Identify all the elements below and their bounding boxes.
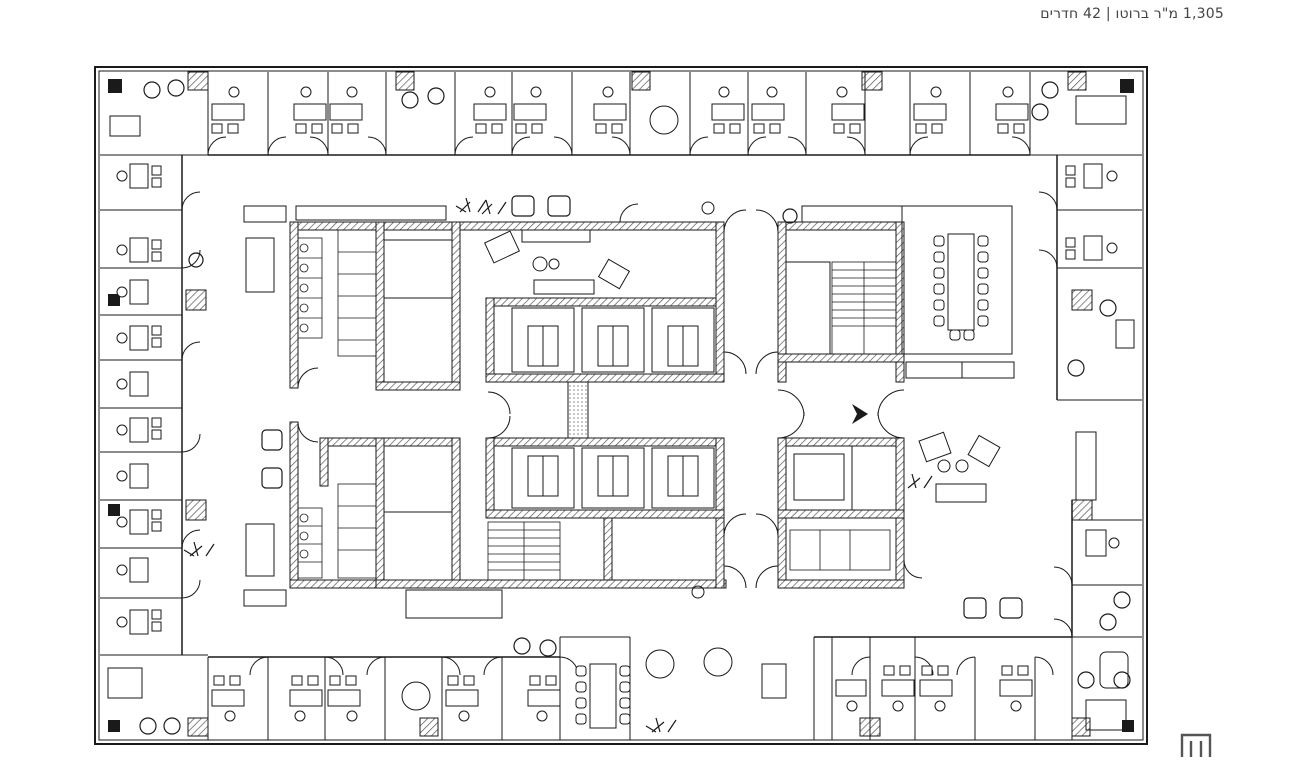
top-offices [207, 72, 1031, 156]
lounge-areas [243, 105, 1129, 711]
bottom-desks [211, 663, 1033, 722]
top-desks [211, 86, 1127, 134]
corridor-doors [297, 203, 923, 589]
restroom-fixtures [297, 229, 891, 579]
left-offices [100, 154, 208, 656]
entrance-arrow-icon [852, 404, 868, 424]
right-offices [1030, 154, 1142, 638]
stairs [487, 261, 897, 581]
elevators [383, 239, 715, 581]
area-rooms-caption: 1,305 מ"ר ברוטו | 42 חדרים [1040, 6, 1224, 22]
plants-and-chairs [139, 79, 1131, 735]
left-desks [107, 115, 162, 699]
bottom-offices [207, 636, 1073, 740]
right-desks [1065, 163, 1135, 731]
conference-room-right [933, 233, 989, 341]
building-shell [94, 66, 1148, 745]
brand-mark-icon [1180, 733, 1212, 757]
meeting-room-bottom [575, 663, 631, 729]
central-core [289, 221, 905, 589]
service-rooms [785, 205, 1015, 581]
structural-columns [108, 71, 1134, 737]
